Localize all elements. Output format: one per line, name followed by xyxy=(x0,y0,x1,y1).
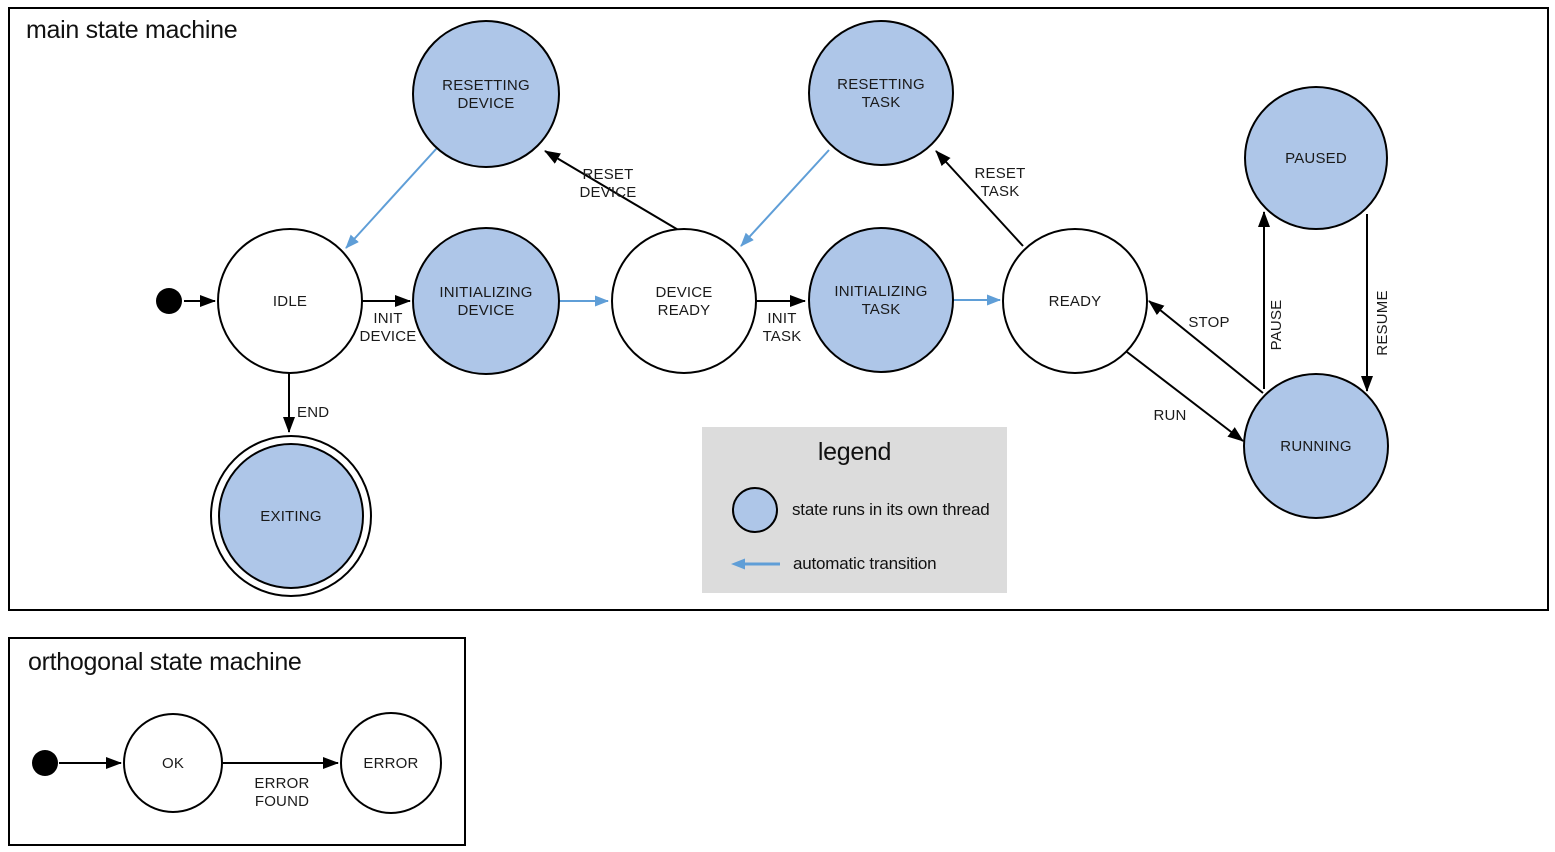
legend-item-auto-label: automatic transition xyxy=(793,554,937,573)
orthogonal-state-machine-box xyxy=(8,637,466,846)
main-state-machine-title: main state machine xyxy=(26,16,238,44)
legend-title: legend xyxy=(817,438,892,466)
auto-transition-arrow-icon xyxy=(731,558,780,570)
main-state-machine-box xyxy=(8,7,1549,611)
legend-item-thread-label: state runs in its own thread xyxy=(792,500,990,519)
legend-item-thread-state: state runs in its own thread xyxy=(732,487,990,533)
thread-state-circle-icon xyxy=(732,487,778,533)
orthogonal-state-machine-title: orthogonal state machine xyxy=(28,648,302,676)
legend-item-automatic-transition: automatic transition xyxy=(729,548,937,580)
legend-panel: legend state runs in its own thread auto… xyxy=(702,427,1007,593)
